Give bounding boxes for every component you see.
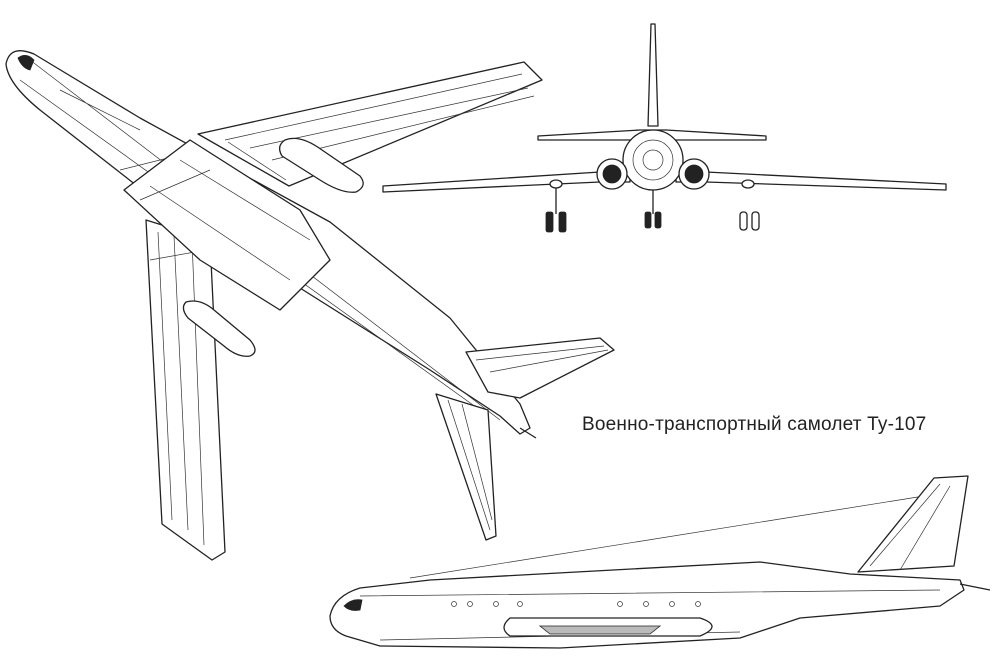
plan-view	[5, 50, 615, 561]
front-view-wing-left	[382, 171, 631, 193]
front-view-fuselage	[622, 129, 684, 191]
front-view	[382, 23, 947, 233]
plan-view-left-wing	[145, 219, 226, 561]
plan-view-right-stabilizer	[465, 337, 615, 399]
plan-view-left-pod	[182, 300, 256, 357]
plan-view-right-wing	[197, 61, 543, 187]
front-view-left-main-gear	[545, 186, 567, 233]
side-view-fuselage	[329, 561, 965, 649]
front-view-nose-gear	[644, 190, 662, 229]
side-view	[329, 475, 991, 649]
front-view-gear-detail	[739, 211, 760, 231]
front-view-fin	[647, 23, 659, 127]
drawing-caption: Военно-транспортный самолет Ту-107	[582, 414, 927, 435]
plan-view-left-stabilizer	[435, 393, 497, 541]
side-view-fin	[857, 475, 969, 573]
front-view-wing-right	[675, 171, 947, 191]
plan-view-right-pod	[278, 137, 364, 193]
